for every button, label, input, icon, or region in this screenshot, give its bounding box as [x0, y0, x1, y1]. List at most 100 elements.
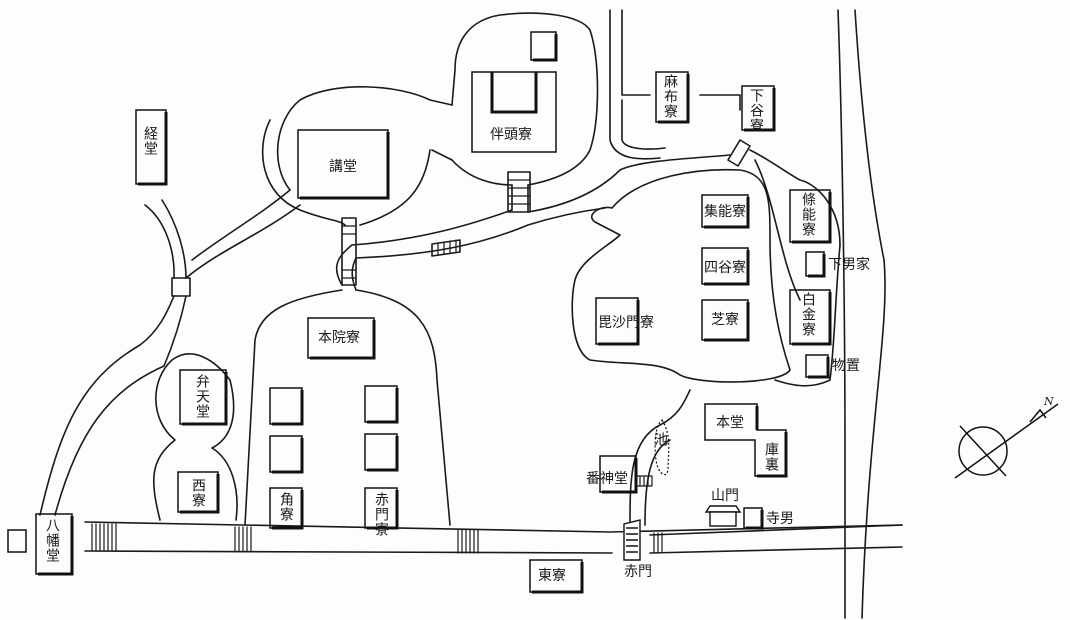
bando-enclosure — [451, 12, 599, 186]
yotsuya-shadow — [704, 250, 750, 286]
nishiryo-label: 西寮 — [190, 478, 206, 508]
kodo-shadow — [300, 132, 390, 200]
stairs-bando-hatch — [507, 179, 531, 205]
teraotoko-shadow — [746, 510, 764, 530]
shibaryo-label: 芝寮 — [711, 312, 739, 328]
sanmon-body — [709, 511, 737, 527]
kyodo-shadow — [138, 112, 168, 186]
stairs-central-hatch — [437, 239, 457, 256]
akamonryo-label: 赤門寮 — [373, 492, 389, 537]
hondo-shadow — [755, 406, 788, 478]
shuno-shadow — [704, 197, 750, 229]
pond-path — [629, 389, 691, 526]
stairs-central — [431, 239, 461, 257]
shimootokoie-shadow — [808, 254, 826, 278]
east-right-strip — [774, 244, 841, 387]
nw-path — [144, 199, 187, 279]
bishamonryo-label: 毘沙門寮 — [598, 315, 654, 331]
higashi-shadow — [532, 562, 584, 594]
stairs-kodo — [341, 217, 357, 286]
honin-box-1-shadow — [272, 390, 304, 426]
azaburyo-label: 麻布寮 — [662, 74, 678, 119]
jonoryo-label: 條能寮 — [800, 192, 816, 237]
shiba-shadow — [704, 302, 750, 342]
jono-shadow — [792, 192, 832, 244]
honin-enclosure — [244, 289, 451, 526]
central-path — [351, 154, 731, 259]
road-hatch-2 — [234, 526, 252, 553]
kodo-label: 講堂 — [329, 159, 357, 175]
north-lane — [609, 9, 741, 160]
compass-arrow — [1029, 408, 1047, 423]
bentendo-label: 弁天堂 — [194, 374, 210, 419]
east-gate-lane — [649, 524, 903, 536]
shimootokoie-label: 下男家 — [828, 257, 870, 273]
bando-ushape — [490, 72, 538, 114]
pond — [654, 419, 670, 476]
shitaya-shadow — [744, 88, 776, 132]
hondo-label: 本堂 — [716, 415, 744, 431]
road-hatch-3 — [457, 529, 479, 554]
monooki-shadow — [808, 357, 830, 379]
yotsuyaryo-label: 四谷寮 — [704, 260, 746, 276]
akamon-label: 赤門 — [624, 564, 652, 580]
stairs-kodo-hatch — [341, 225, 357, 279]
benten-shadow — [182, 372, 228, 426]
honin-shadow — [310, 320, 376, 360]
azabu-shadow — [658, 74, 690, 124]
bandoryo-label: 伴頭寮 — [490, 127, 532, 143]
nw-path-2 — [185, 189, 301, 279]
west-road — [39, 295, 187, 516]
sanmon-gate — [704, 505, 742, 513]
main-road — [84, 521, 903, 554]
bando-small — [530, 31, 557, 61]
bando-south-path — [511, 184, 529, 213]
bando-building — [471, 71, 557, 153]
shitayaryo-label: 下谷寮 — [748, 88, 764, 133]
shunoryo-label: 集能寮 — [704, 204, 746, 220]
crossing-box — [171, 277, 191, 297]
hachiman-small — [7, 529, 27, 553]
sanmon-label: 山門 — [711, 488, 739, 504]
hachiman-shadow — [38, 516, 74, 576]
honinryo-label: 本院寮 — [318, 330, 360, 346]
teraotoko-building — [743, 507, 763, 529]
bando-shadow — [533, 34, 558, 62]
kadoryo-label: 角寮 — [278, 492, 294, 522]
honin-box-3 — [269, 435, 303, 473]
monooki-label: 物置 — [832, 358, 860, 374]
teraotoko-label: 寺男 — [766, 511, 794, 527]
honin-box-2-shadow — [367, 388, 399, 424]
road-hatch-1 — [91, 523, 117, 551]
honin-box-2 — [364, 385, 398, 423]
honin-box-1 — [269, 387, 303, 425]
honin-box-3-shadow — [272, 438, 304, 474]
kyodo-label: 経堂 — [142, 126, 158, 156]
akamonryo-shadow — [367, 490, 399, 530]
east-enclosure — [571, 168, 791, 383]
hakkinryo-label: 白金寮 — [800, 292, 816, 337]
honin-box-4-shadow — [367, 436, 399, 472]
ike-label: 池 — [652, 432, 668, 447]
kuri-label: 庫裏 — [763, 442, 779, 472]
compass-north-label: N — [1044, 395, 1054, 408]
akamon-gate-hatch — [626, 527, 638, 553]
compass-ring — [958, 426, 1008, 476]
hachimando-label: 八幡堂 — [44, 518, 60, 563]
shimootokoie-building — [805, 251, 825, 277]
benten-enclosure — [152, 353, 238, 521]
stairs-bando — [507, 171, 531, 213]
kodo-loop — [261, 86, 453, 226]
honin-box-4 — [364, 433, 398, 471]
monooki-building — [805, 354, 829, 378]
bishamon-shadow — [598, 300, 640, 346]
honin-inner — [335, 244, 357, 291]
east-enclosure-2 — [749, 149, 841, 301]
higashiryo-label: 東寮 — [538, 568, 566, 584]
banjin-shadow — [602, 458, 638, 494]
banjindo-label: 番神堂 — [586, 471, 628, 487]
compass-needle — [954, 403, 1059, 479]
nishi-shadow — [180, 474, 220, 514]
